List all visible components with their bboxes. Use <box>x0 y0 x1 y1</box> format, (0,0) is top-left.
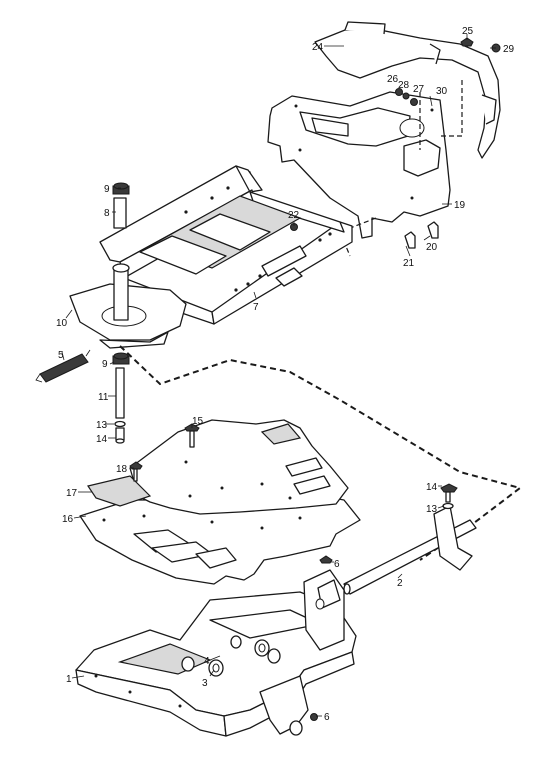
callout-labels: 1 2 3 4 5 6 6 7 8 9 9 10 11 13 13 14 14 … <box>56 26 515 723</box>
callout-24: 24 <box>312 42 324 53</box>
callout-16: 16 <box>62 514 74 525</box>
callout-8: 8 <box>104 208 110 219</box>
callout-4: 4 <box>204 656 210 667</box>
pivot-axle <box>343 483 477 595</box>
callout-7: 7 <box>253 302 259 313</box>
callout-9b: 9 <box>102 359 108 370</box>
callout-13b: 13 <box>426 504 438 515</box>
callout-27: 27 <box>413 84 425 95</box>
callout-25: 25 <box>462 26 474 37</box>
callout-14b: 14 <box>426 482 438 493</box>
callout-13a: 13 <box>96 420 108 431</box>
fender-hardware <box>339 37 501 257</box>
callout-20: 20 <box>426 242 438 253</box>
callout-17: 17 <box>66 488 78 499</box>
callout-3: 3 <box>202 678 208 689</box>
leader-lines <box>61 34 496 717</box>
return-spring <box>35 349 91 383</box>
caster-assembly-guide <box>119 345 523 561</box>
callout-22: 22 <box>288 210 300 221</box>
spindle-upper <box>112 182 130 321</box>
callout-11: 11 <box>98 392 109 403</box>
callout-6b: 6 <box>324 712 330 723</box>
spindle-lower <box>112 352 130 444</box>
callout-18: 18 <box>116 464 128 475</box>
callout-9a: 9 <box>104 184 110 195</box>
callout-15: 15 <box>192 416 204 427</box>
callout-28: 28 <box>398 80 410 91</box>
callout-29: 29 <box>503 44 515 55</box>
callout-19: 19 <box>454 200 466 211</box>
floor-pan <box>79 491 361 585</box>
callout-26: 26 <box>387 74 399 85</box>
callout-10: 10 <box>56 318 68 329</box>
callout-2: 2 <box>397 578 403 589</box>
callout-6a: 6 <box>334 559 340 570</box>
callout-21: 21 <box>403 258 415 269</box>
rear-fender <box>314 21 501 159</box>
callout-14a: 14 <box>96 434 108 445</box>
callout-5: 5 <box>58 350 64 361</box>
foot-rest-plate <box>87 419 349 515</box>
callout-30: 30 <box>436 86 448 97</box>
upper-frame <box>99 165 353 325</box>
callout-1: 1 <box>66 674 72 685</box>
main-frame <box>75 555 357 737</box>
fender-mount-plate <box>267 91 451 239</box>
